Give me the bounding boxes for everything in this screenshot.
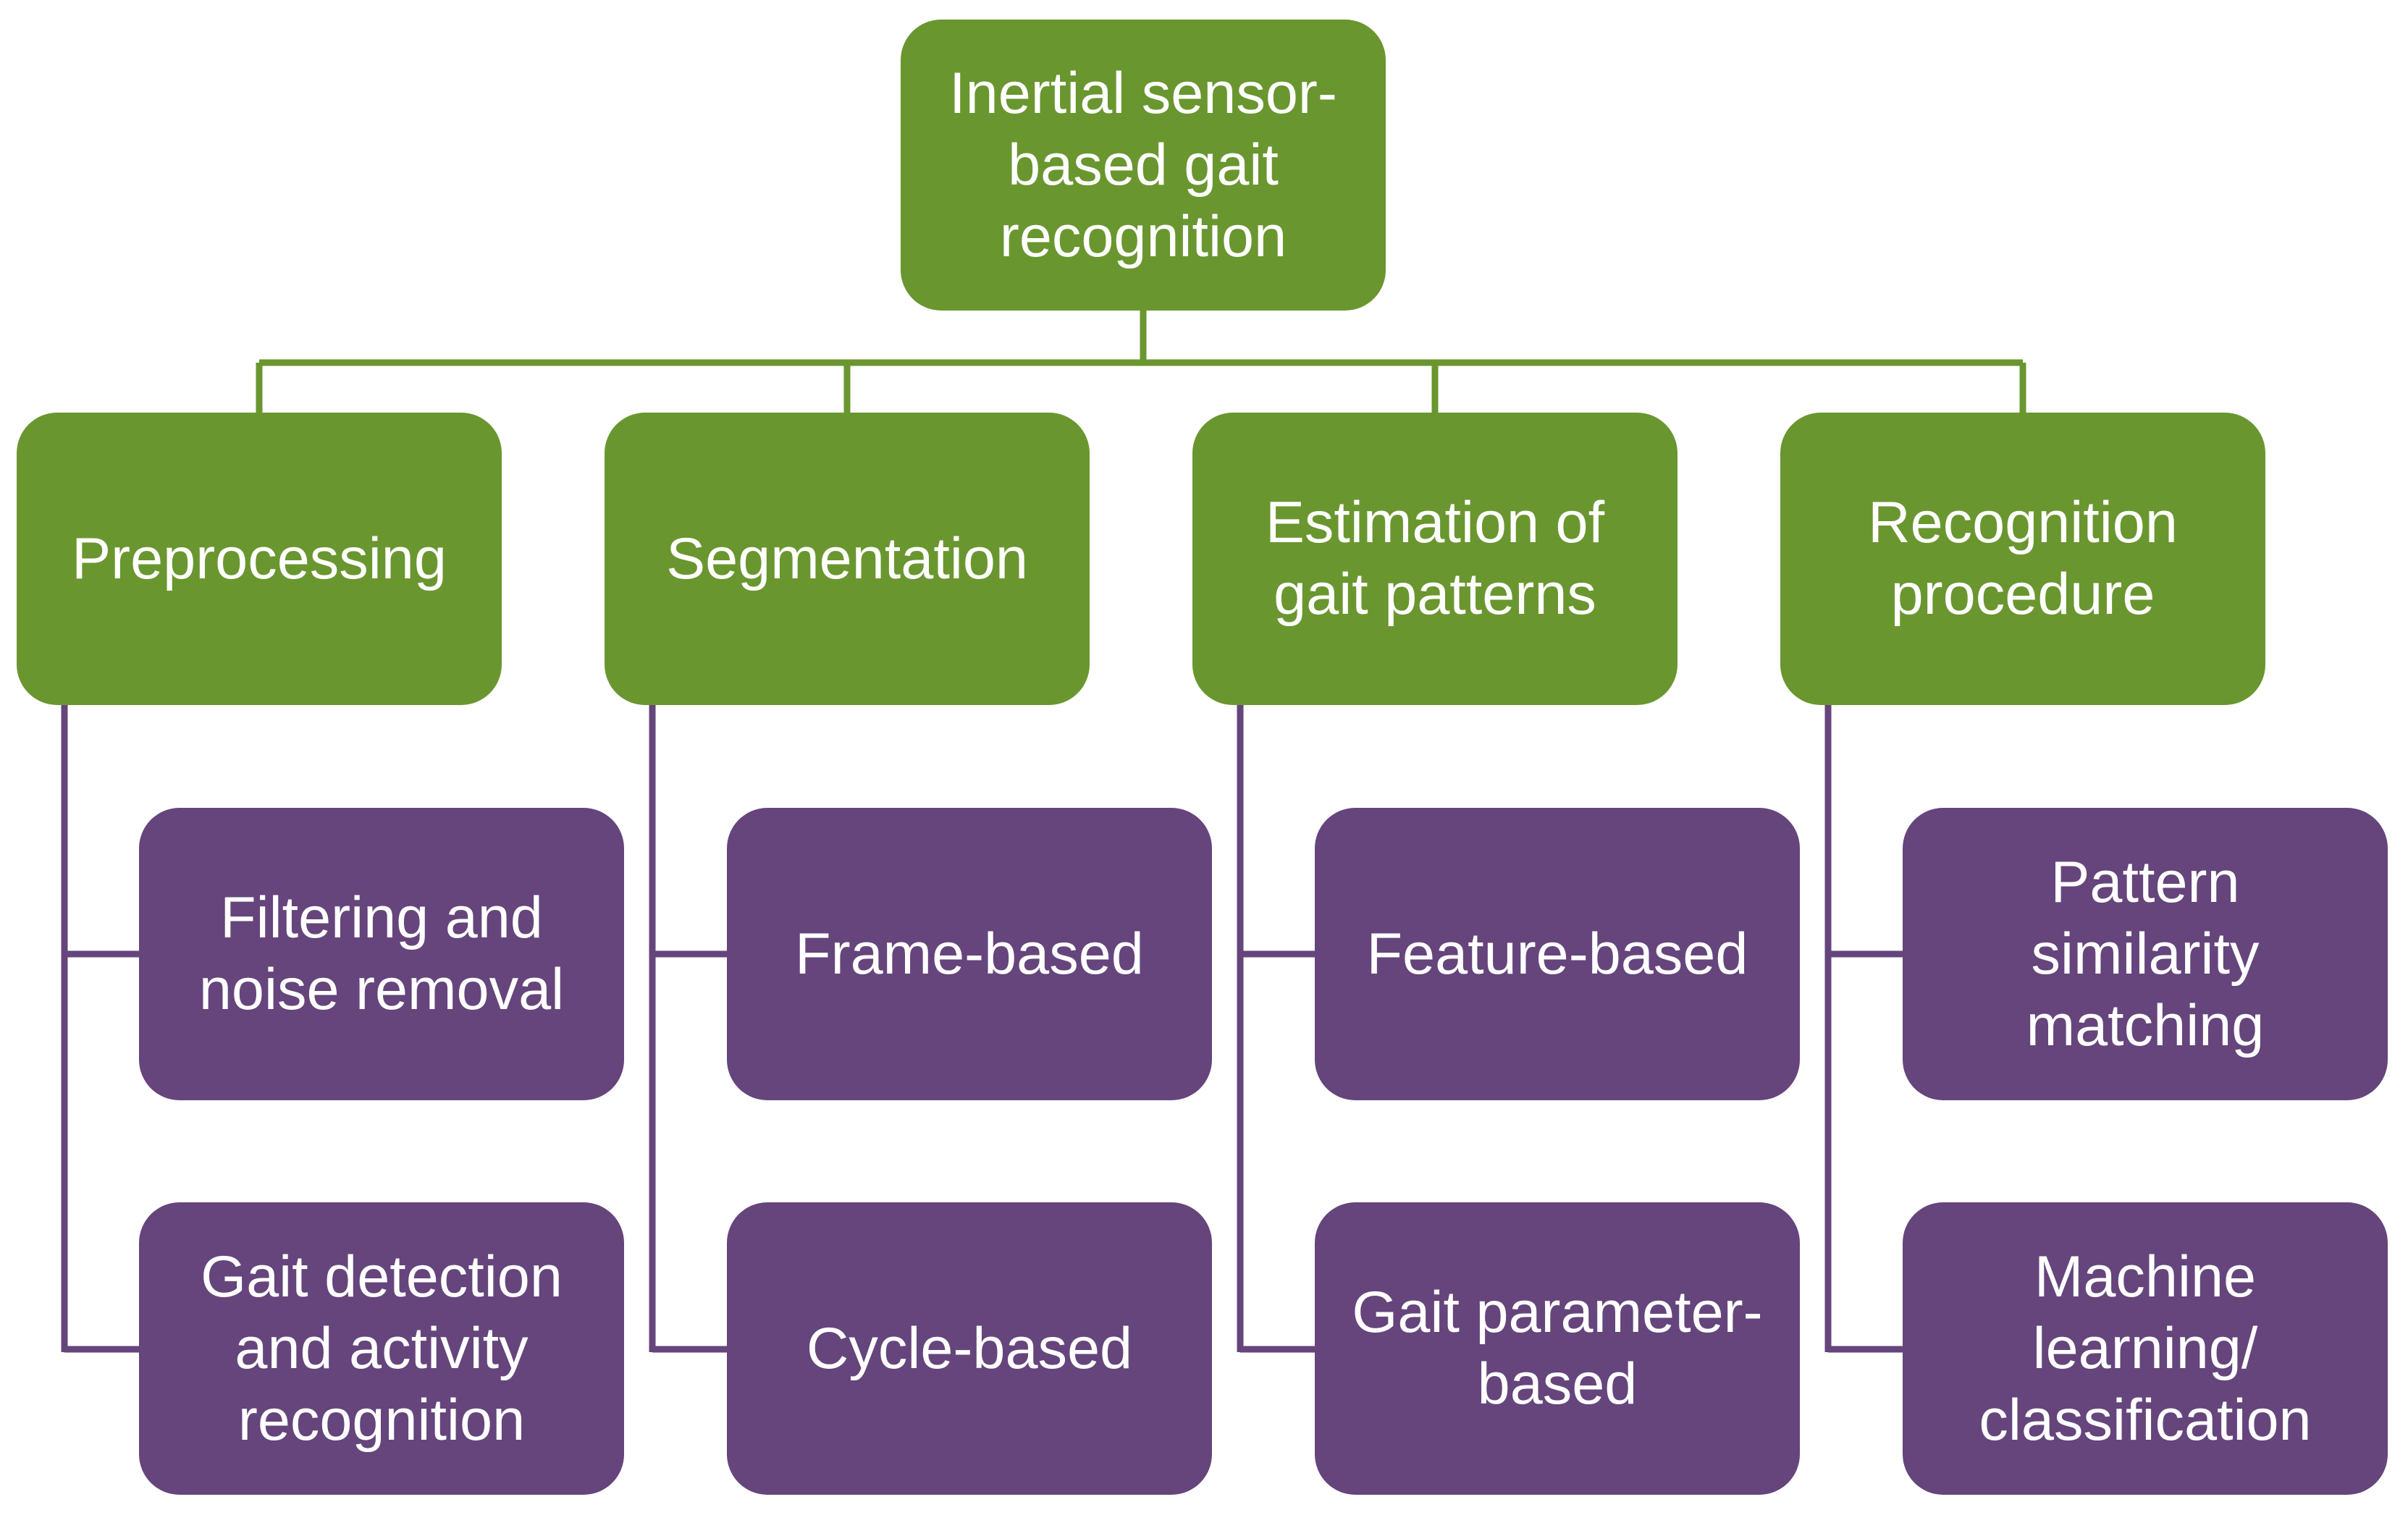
- category-node-recognition-procedure: Recognition procedure: [1780, 413, 2265, 705]
- category-3-bracket: [1824, 705, 1903, 1353]
- category-2-bracket: [1237, 705, 1315, 1353]
- category-1-bracket: [649, 705, 727, 1353]
- root-node: Inertial sensor- based gait recognition: [901, 20, 1386, 311]
- category-node-preprocessing: Preprocessing: [17, 413, 502, 705]
- category-node-estimation: Estimation of gait patterns: [1192, 413, 1677, 705]
- subnode-feature-based: Feature-based: [1315, 808, 1800, 1100]
- subnode-gait-detection: Gait detection and activity recognition: [139, 1202, 624, 1495]
- subnode-cycle-based: Cycle-based: [727, 1202, 1212, 1495]
- subnode-filtering: Filtering and noise removal: [139, 808, 624, 1100]
- subnode-machine-learning: Machine learning/ classification: [1903, 1202, 2388, 1495]
- subnode-pattern-similarity: Pattern similarity matching: [1903, 808, 2388, 1100]
- subnode-frame-based: Frame-based: [727, 808, 1212, 1100]
- category-node-segmentation: Segmentation: [605, 413, 1090, 705]
- category-0-bracket: [61, 705, 139, 1353]
- subnode-gait-parameter-based: Gait parameter- based: [1315, 1202, 1800, 1495]
